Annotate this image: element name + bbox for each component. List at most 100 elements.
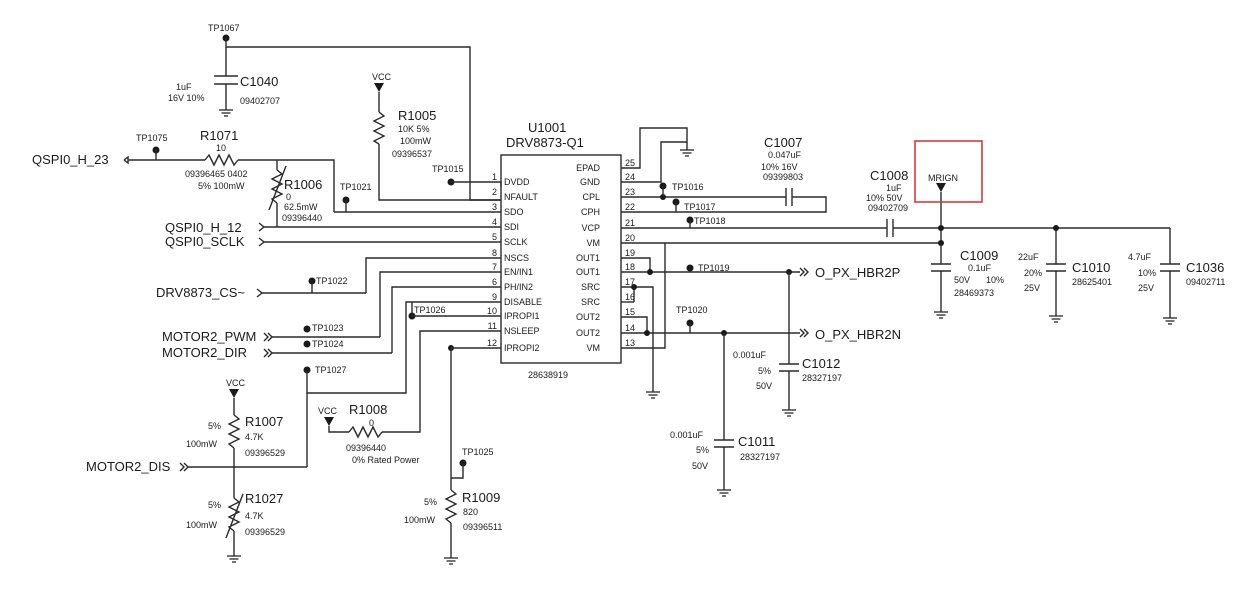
r1027-ref: R1027 bbox=[245, 491, 283, 506]
net-qspi-sclk: QSPI0_SCLK bbox=[165, 234, 245, 249]
vcc-label-r1008: VCC bbox=[318, 406, 338, 416]
ic-right-pin-number: 18 bbox=[625, 262, 635, 272]
net-motor-pwm: MOTOR2_PWM bbox=[162, 329, 256, 344]
tp1023-label: TP1023 bbox=[312, 323, 344, 333]
ic-right-pin-name: VM bbox=[587, 238, 601, 248]
control-inputs-group: DRV8873_CS~ TP1022 MOTOR2_PWM TP1023 MOT… bbox=[86, 257, 501, 474]
c1010-tol: 20% bbox=[1024, 268, 1042, 278]
junction-vm-1 bbox=[938, 225, 944, 231]
r1008-spec: 0% Rated Power bbox=[352, 455, 420, 465]
ic-left-pin-number: 2 bbox=[492, 187, 497, 197]
c1012-v: 50V bbox=[756, 381, 772, 391]
ic-right-pin-name: OUT1 bbox=[576, 253, 600, 263]
qspi-group: QSPI0_H_23 TP1075 R1071 10 09396465 0402… bbox=[32, 128, 501, 249]
tp1025-label: TP1025 bbox=[462, 447, 494, 457]
r1008-r1009-group: VCC R1008 0 09396440 0% Rated Power TP10… bbox=[318, 302, 502, 565]
ic-number: 28638919 bbox=[528, 370, 568, 380]
r1071-spec: 5% 100mW bbox=[198, 181, 245, 191]
c1007-rating: 10% 16V bbox=[761, 162, 798, 172]
ic-right-pin-number: 15 bbox=[625, 307, 635, 317]
c1008-pn: 09402709 bbox=[868, 203, 908, 213]
net-drv-cs: DRV8873_CS~ bbox=[156, 285, 245, 300]
ic-right-pin-number: 22 bbox=[625, 202, 635, 212]
mrign-highlight-box bbox=[914, 140, 983, 203]
ic-left-pin-name: SCLK bbox=[504, 237, 528, 247]
c1012-ref: C1012 bbox=[802, 356, 840, 371]
r1005-group: VCC R1005 10K 5% 100mW 09396537 TP1021 T… bbox=[334, 72, 502, 213]
net-qspi-h12: QSPI0_H_12 bbox=[165, 220, 242, 235]
tp1027-label: TP1027 bbox=[315, 365, 347, 375]
ic-right-pin-name: CPH bbox=[581, 207, 600, 217]
tp1015-label: TP1015 bbox=[432, 164, 464, 174]
c1007-pn: 09399803 bbox=[763, 172, 803, 182]
ic-left-pin-name: SDI bbox=[504, 222, 519, 232]
ic-right-pins: 25EPAD24GND23CPL22CPH21VCP20VM19OUT118OU… bbox=[576, 158, 635, 353]
vcc-arrow-icon bbox=[229, 389, 239, 398]
ic-right-pin-name: OUT1 bbox=[576, 267, 600, 277]
r1008-ref: R1008 bbox=[349, 402, 387, 417]
tp1019-dot bbox=[686, 264, 694, 272]
c1012-value: 0.001uF bbox=[733, 350, 767, 360]
r1007-r1027-group: VCC R1007 5% 100mW 4.7K 09396529 R1027 5… bbox=[186, 378, 285, 563]
vcc-label-r1005: VCC bbox=[372, 72, 392, 82]
tp1022-label: TP1022 bbox=[316, 276, 348, 286]
vcc-arrow-icon bbox=[374, 83, 384, 92]
ic-right-pin-number: 25 bbox=[625, 158, 635, 168]
ic-left-pin-number: 4 bbox=[492, 217, 497, 227]
tp1019-label: TP1019 bbox=[698, 263, 730, 273]
ic-left-pin-number: 11 bbox=[488, 321, 497, 331]
ic-left-pin-name: EN/IN1 bbox=[504, 267, 533, 277]
ic-right-pin-number: 20 bbox=[625, 233, 635, 243]
c1009-pn: 28469373 bbox=[954, 288, 994, 298]
ic-left-pin-number: 1 bbox=[492, 172, 497, 182]
c1008-ref: C1008 bbox=[870, 168, 908, 183]
r1071-pn: 09396465 0402 bbox=[185, 169, 248, 179]
c1011-v: 50V bbox=[692, 461, 708, 471]
ic-left-pin-name: DISABLE bbox=[504, 297, 542, 307]
junction-src bbox=[631, 284, 637, 290]
ic-right-pin-number: 19 bbox=[625, 248, 635, 258]
tp1026-label: TP1026 bbox=[414, 305, 446, 315]
c1009-value: 0.1uF bbox=[968, 263, 992, 273]
r1009-pn: 09396511 bbox=[463, 522, 502, 532]
r1071-value: 10 bbox=[216, 143, 226, 153]
c1008-value: 1uF bbox=[886, 183, 902, 193]
ic-right-pin-name: CPL bbox=[582, 192, 600, 202]
c1036-v: 25V bbox=[1138, 283, 1154, 293]
c1036-value: 4.7uF bbox=[1128, 252, 1152, 262]
ic-left-pin-number: 7 bbox=[492, 262, 497, 272]
power-right-group: TP1016 TP1017 C1007 0.047uF 10% 16V 0939… bbox=[621, 127, 1225, 325]
net-qspi-h23: QSPI0_H_23 bbox=[32, 152, 109, 167]
net-motor-dir: MOTOR2_DIR bbox=[162, 345, 247, 360]
ic-right-pin-name: OUT2 bbox=[576, 328, 600, 338]
c1009-ref: C1009 bbox=[960, 248, 998, 263]
c1040-rating: 16V 10% bbox=[168, 93, 205, 103]
c1010-pn: 28625401 bbox=[1072, 277, 1112, 287]
ic-right-pin-name: SRC bbox=[581, 297, 601, 307]
r1009-ref: R1009 bbox=[462, 490, 500, 505]
outputs-group: TP1019 O_PX_HBR2P C1012 0.001uF 5% 50V 2… bbox=[621, 243, 901, 497]
c1040-value: 1uF bbox=[176, 82, 192, 92]
c1011-ref: C1011 bbox=[738, 434, 775, 449]
r1027-tol: 5% bbox=[208, 500, 221, 510]
ic-left-pin-number: 5 bbox=[492, 232, 497, 242]
c1011-pn: 28327197 bbox=[740, 452, 780, 462]
r1008-pn: 09396440 bbox=[346, 443, 386, 453]
c1007-value: 0.047uF bbox=[768, 150, 802, 160]
ic-right-pin-number: 13 bbox=[625, 338, 635, 348]
c1036-pn: 09402711 bbox=[1186, 277, 1225, 287]
ic-left-pin-name: NSCS bbox=[504, 253, 529, 263]
c1009-tol: 10% bbox=[986, 275, 1004, 285]
ic-right-pin-number: 21 bbox=[625, 218, 635, 228]
ic-left-pin-name: IPROPI2 bbox=[504, 343, 540, 353]
ic-right-pin-name: VM bbox=[587, 343, 601, 353]
r1006-pn: 09396440 bbox=[282, 213, 322, 223]
ic-left-pin-name: PH/IN2 bbox=[504, 282, 533, 292]
c1011-value: 0.001uF bbox=[670, 430, 704, 440]
r1008-value: 0 bbox=[369, 418, 374, 428]
tp1020-label: TP1020 bbox=[676, 305, 708, 315]
r1005-value: 10K 5% bbox=[398, 124, 430, 134]
ic-ref: U1001 bbox=[528, 120, 566, 135]
